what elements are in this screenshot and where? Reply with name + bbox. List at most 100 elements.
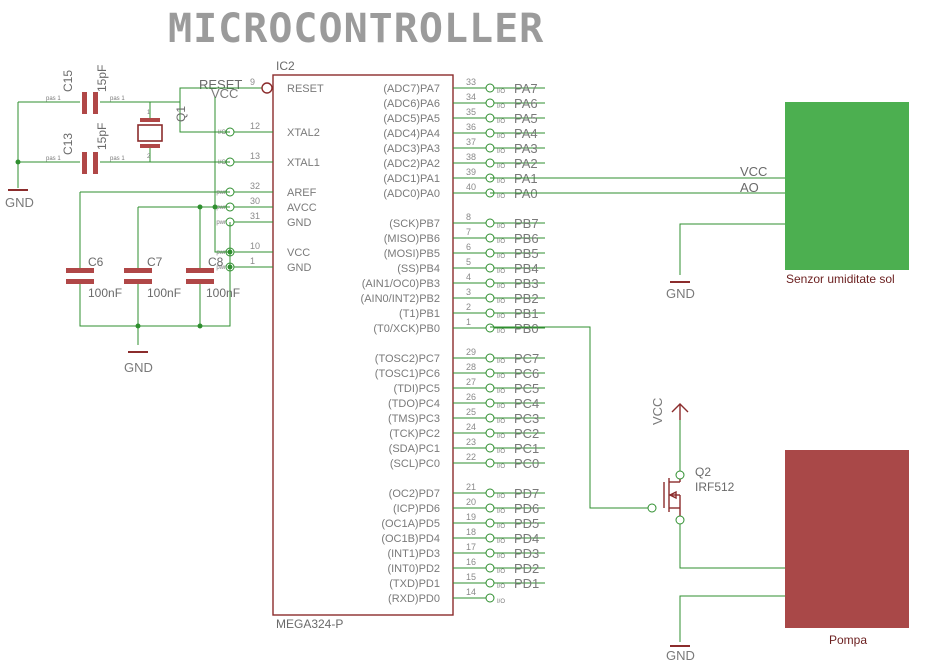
ic-left-pins: 9RESET12XTAL2I/O13XTAL1I/O32AREFpwr30AVC… [216, 77, 324, 274]
ic-left-pin-name: GND [287, 262, 312, 274]
pump-label: Pompa [829, 633, 867, 647]
ic-right-pin-name: (ADC3)PA3 [383, 143, 440, 155]
ic-right-pin-name: (ADC7)PA7 [383, 83, 440, 95]
svg-text:1: 1 [147, 110, 151, 116]
pb0-mosfet-link [490, 326, 648, 509]
mosfet-q2: VCC Q2 IRF512 [647, 398, 785, 569]
net-label: PA7 [514, 81, 538, 96]
ic-left-pin-type: pwr [216, 250, 226, 256]
sensor-ao-label: AO [740, 180, 759, 195]
ic-right-pin-name: (AIN1/OC0)PB3 [362, 278, 440, 290]
ic-right-pin-number: 40 [466, 182, 476, 192]
ic-left-pin-number: 13 [250, 151, 260, 161]
ic-left-pin-type: pwr [216, 190, 226, 196]
svg-text:C8: C8 [208, 255, 224, 269]
ic-right-pin-number: 21 [466, 482, 476, 492]
ic-right-pin-number: 38 [466, 152, 476, 162]
ic-body [272, 74, 454, 616]
net-label: PB7 [514, 216, 539, 231]
net-label: PA6 [514, 96, 538, 111]
vcc-label-top: VCC [211, 86, 238, 101]
ic-left-pin-type: pwr [216, 205, 226, 211]
ic-right-pin-name: (TOSC1)PC6 [375, 368, 440, 380]
ic-right-pin-type: I/O [497, 449, 505, 455]
decoupling-network [79, 97, 233, 345]
ic-right-pin-name: (SCL)PC0 [390, 458, 440, 470]
net-label: PA5 [514, 111, 538, 126]
net-label: PB3 [514, 276, 539, 291]
q2-part: IRF512 [695, 480, 735, 494]
ic-right-pin-number: 22 [466, 452, 476, 462]
ic-right-pin-number: 14 [466, 587, 476, 597]
ic-right-pin-number: 16 [466, 557, 476, 567]
svg-text:pas 1: pas 1 [110, 156, 125, 162]
ic-left-pin-type: pwr [216, 265, 226, 271]
ic-left-pin-type: I/O [218, 130, 226, 136]
ic-right-pin-type: I/O [497, 539, 505, 545]
ic-name: IC2 [276, 59, 295, 73]
ic-right-pin-name: (ADC2)PA2 [383, 158, 440, 170]
gnd-symbol-caps: GND [124, 351, 153, 375]
c13-label: C13 [61, 133, 75, 155]
ic-right-pin-type: I/O [497, 329, 505, 335]
sensor-vcc-label: VCC [740, 164, 767, 179]
ic-right-pin-number: 6 [466, 242, 471, 252]
ic-right-pin-type: I/O [497, 239, 505, 245]
ic-left-pin-name: RESET [287, 83, 324, 95]
ic-part: MEGA324-P [276, 617, 343, 631]
net-label: PC2 [514, 426, 539, 441]
ic-right-pin-name: (INT0)PD2 [387, 563, 440, 575]
ic-left-pin-name: GND [287, 217, 312, 229]
ic-left-pin-name: AVCC [287, 202, 317, 214]
ic-right-pin-type: I/O [497, 494, 505, 500]
ic-right-pin-type: I/O [497, 599, 505, 605]
svg-text:2: 2 [147, 154, 151, 160]
q1-label: Q1 [174, 106, 188, 122]
ic-right-pin-name: (TDI)PC5 [394, 383, 440, 395]
ic-right-pin-number: 1 [466, 317, 471, 327]
sensor-label: Senzor umiditate sol [786, 272, 895, 286]
ic-right-pin-number: 26 [466, 392, 476, 402]
sensor-block [785, 102, 909, 270]
ic-right-pin-number: 29 [466, 347, 476, 357]
ic-right-pin-number: 19 [466, 512, 476, 522]
ic-right-pin-number: 5 [466, 257, 471, 267]
ic-right-pin-number: 28 [466, 362, 476, 372]
ic-right-pin-name: (ICP)PD6 [393, 503, 440, 515]
ic-right-pin-number: 8 [466, 212, 471, 222]
svg-text:GND: GND [124, 360, 153, 375]
ic-right-pin-type: I/O [497, 149, 505, 155]
ic-right-pin-name: (TCK)PC2 [389, 428, 440, 440]
ic-left-pin-number: 1 [250, 256, 255, 266]
ic-right-pin-number: 36 [466, 122, 476, 132]
ic-left-pin-name: XTAL2 [287, 127, 320, 139]
ic-right-pin-name: (INT1)PD3 [387, 548, 440, 560]
net-label: PC4 [514, 396, 539, 411]
ic-right-pin-number: 37 [466, 137, 476, 147]
ic-right-pin-number: 7 [466, 227, 471, 237]
net-label: PA2 [514, 156, 538, 171]
svg-text:C7: C7 [147, 255, 163, 269]
net-label: PA4 [514, 126, 538, 141]
ic-right-pin-type: I/O [497, 464, 505, 470]
pump-module: Pompa GND [666, 450, 909, 663]
ic-left-pin-name: AREF [287, 187, 317, 199]
